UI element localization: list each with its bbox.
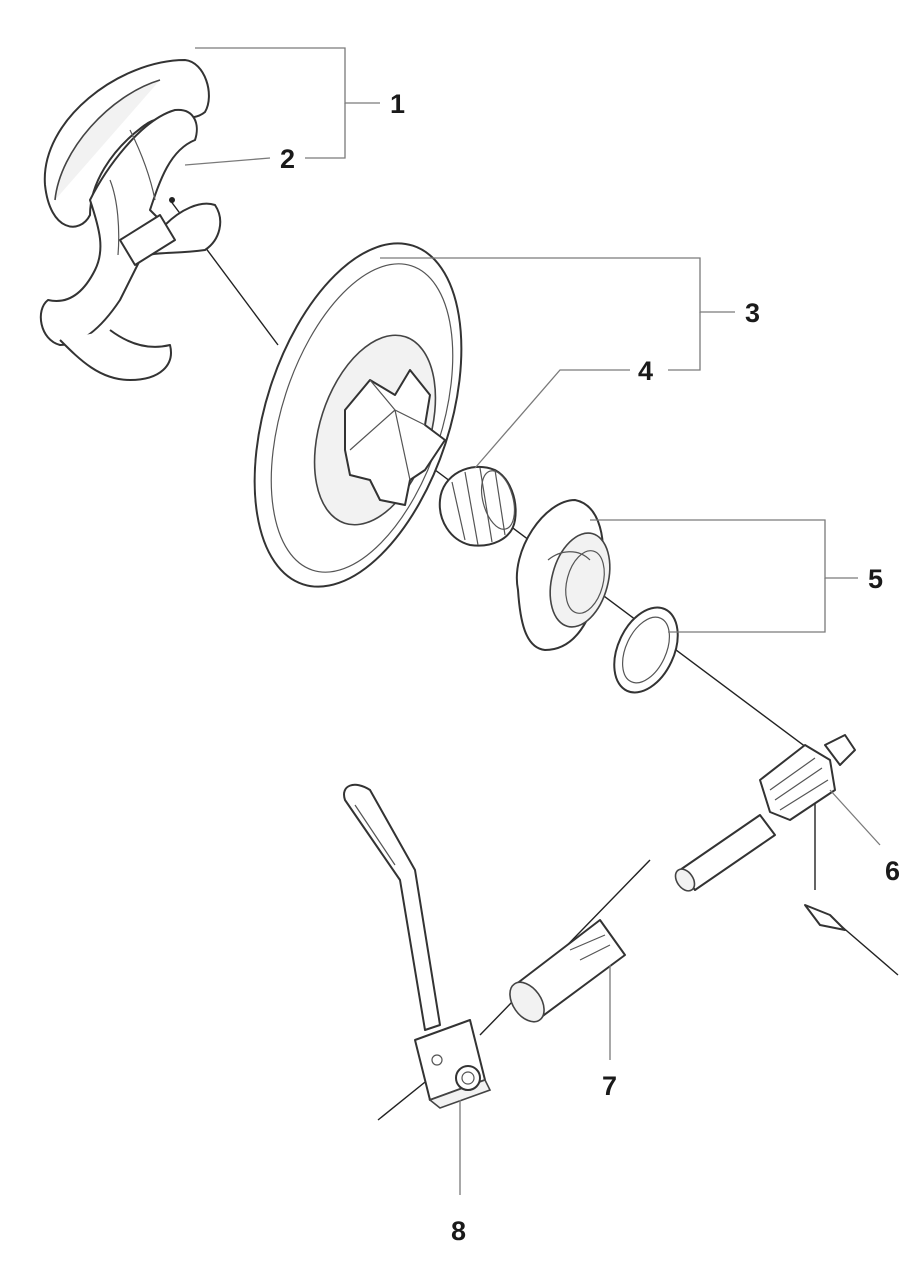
callout-1: 1: [390, 89, 405, 119]
callout-6: 6: [885, 856, 900, 886]
clutch-drum: [253, 242, 463, 588]
callout-4: 4: [638, 356, 653, 386]
clutch-assembly: [39, 59, 222, 381]
callout-labels: 1 2 3 4 5 6 7 8: [280, 89, 900, 1246]
needle-bearing: [438, 465, 517, 547]
drive-washer-assembly: [515, 499, 679, 694]
callout-2: 2: [280, 144, 295, 174]
callout-8: 8: [451, 1216, 466, 1246]
callout-leaders: [184, 47, 881, 1195]
drive-shaft: [674, 734, 856, 931]
callout-3: 3: [745, 298, 760, 328]
sleeve: [509, 919, 626, 1023]
callout-7: 7: [602, 1071, 617, 1101]
oil-pump-lever: [343, 783, 492, 1109]
callout-5: 5: [868, 564, 883, 594]
